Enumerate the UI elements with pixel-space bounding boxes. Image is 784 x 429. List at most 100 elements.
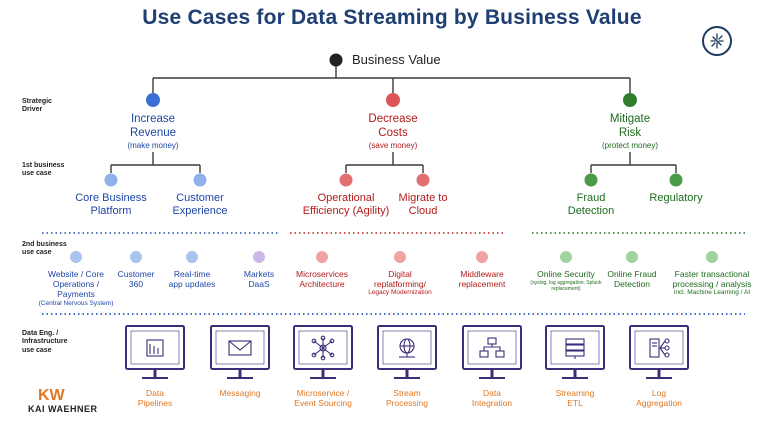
second-use-case-label-line: Operations / bbox=[52, 279, 100, 290]
logo-icon bbox=[702, 26, 732, 56]
infra-use-case-label-line: Event Sourcing bbox=[294, 398, 352, 409]
second-use-case-label-line: Faster transactional bbox=[674, 269, 750, 279]
driver-node bbox=[386, 93, 400, 107]
infra-use-case-label-line: Messaging bbox=[219, 388, 261, 398]
first-use-case-label-line: Regulatory bbox=[649, 192, 703, 204]
level-label-line: 2nd business bbox=[22, 241, 67, 248]
infra-use-case-label-line: Aggregation bbox=[636, 398, 682, 409]
driver-sub-label-line: (protect money) bbox=[601, 141, 659, 150]
driver-sub-label: (make money) bbox=[63, 141, 243, 151]
infra-use-case-label-line: Log bbox=[651, 388, 667, 398]
second-use-case-label-line: Payments bbox=[57, 289, 95, 300]
first-use-case-label: Regulatory bbox=[586, 192, 766, 205]
first-use-case-node bbox=[193, 173, 207, 187]
first-use-case-label-line: Cloud bbox=[408, 205, 438, 218]
infra-use-case-label-line: ETL bbox=[567, 398, 583, 409]
infra-use-case-label: Microservice /Event Sourcing bbox=[233, 388, 413, 408]
infra-use-case-label-line: Microservice / bbox=[296, 388, 350, 398]
level-label-line: Infrastructure bbox=[22, 338, 68, 346]
driver-label-line: Decrease bbox=[368, 113, 418, 125]
first-use-case-node bbox=[104, 173, 118, 187]
monitor-inner-screen bbox=[382, 330, 432, 365]
second-use-case-node bbox=[560, 251, 572, 263]
second-use-case-label-line: Detection bbox=[614, 279, 650, 290]
second-use-case-label-line: Middleware bbox=[460, 269, 504, 279]
infra-use-case-label-line: Data bbox=[483, 388, 501, 398]
first-use-case-label-line: Detection bbox=[567, 205, 615, 218]
second-use-case-node bbox=[476, 251, 488, 263]
second-use-case-label: Online Security(syslog, log aggregation,… bbox=[476, 269, 656, 292]
brand-name: KAI WAEHNER bbox=[28, 404, 98, 414]
monitor-inner-screen bbox=[215, 330, 265, 365]
second-use-case-note: incl. Machine Learning / AI bbox=[673, 289, 751, 297]
second-use-case-node bbox=[316, 251, 328, 263]
brand-logo-mark: KW bbox=[38, 387, 66, 404]
first-use-case-label-line: Customer bbox=[176, 192, 224, 204]
infra-use-case-label-line: Streaming bbox=[555, 388, 595, 398]
network-hub-icon bbox=[311, 335, 335, 361]
second-use-case-label-line: Customer bbox=[117, 269, 155, 279]
second-use-case-note: (syslog, log aggregation, Splunk replace… bbox=[530, 280, 602, 293]
first-use-case-label-line: Experience bbox=[172, 205, 228, 218]
second-use-case-node bbox=[130, 251, 142, 263]
infra-use-case-label-line: Pipelines bbox=[137, 398, 173, 409]
first-use-case-label-line: Fraud bbox=[576, 192, 606, 204]
level-label-line: Driver bbox=[22, 106, 43, 114]
globe-icon bbox=[399, 338, 415, 358]
connected-nodes-icon bbox=[479, 337, 505, 358]
second-use-case-label-line: DaaS bbox=[248, 279, 270, 290]
second-use-case-note: Legacy Modernization bbox=[368, 289, 432, 297]
monitor-inner-screen bbox=[550, 330, 600, 365]
second-use-case-label-line: Digital bbox=[388, 269, 412, 279]
second-use-case-node bbox=[706, 251, 718, 263]
first-use-case-node bbox=[339, 173, 353, 187]
root-node bbox=[329, 53, 343, 67]
server-stack-icon bbox=[565, 338, 585, 359]
driver-label-line: Costs bbox=[378, 126, 408, 139]
infra-use-case-label-line: Stream bbox=[393, 388, 421, 398]
driver-node bbox=[623, 93, 637, 107]
second-use-case-label-line: app updates bbox=[168, 279, 216, 290]
infra-use-case-label-line: Processing bbox=[385, 398, 429, 409]
second-use-case-label-line: Microservices bbox=[296, 269, 348, 279]
diagram-title: Use Cases for Data Streaming by Business… bbox=[142, 6, 642, 29]
first-use-case-node bbox=[584, 173, 598, 187]
driver-label-line: Risk bbox=[618, 126, 642, 139]
second-use-case-label-line: 360 bbox=[128, 279, 144, 290]
second-use-case-label-line: Website / Core bbox=[47, 269, 105, 279]
infra-use-case-label-line: Data bbox=[146, 388, 164, 398]
level-label-line: use case bbox=[22, 249, 52, 257]
driver-sub-label: (save money) bbox=[303, 141, 483, 151]
second-use-case-label-line: Architecture bbox=[299, 279, 345, 290]
driver-sub-label-line: (make money) bbox=[127, 141, 179, 150]
second-use-case-node bbox=[394, 251, 406, 263]
second-use-case-label-line: Real-time bbox=[173, 269, 211, 279]
driver-sub-label-line: (save money) bbox=[368, 141, 418, 150]
level-label-line: use case bbox=[22, 170, 52, 178]
level-label-line: Data Eng. / bbox=[22, 330, 59, 337]
first-use-case-label-line: Efficiency (Agility) bbox=[302, 205, 390, 218]
infra-use-case-label: Messaging bbox=[150, 388, 330, 398]
driver-sub-label: (protect money) bbox=[540, 141, 720, 151]
first-use-case-label-line: Migrate to bbox=[398, 192, 448, 204]
